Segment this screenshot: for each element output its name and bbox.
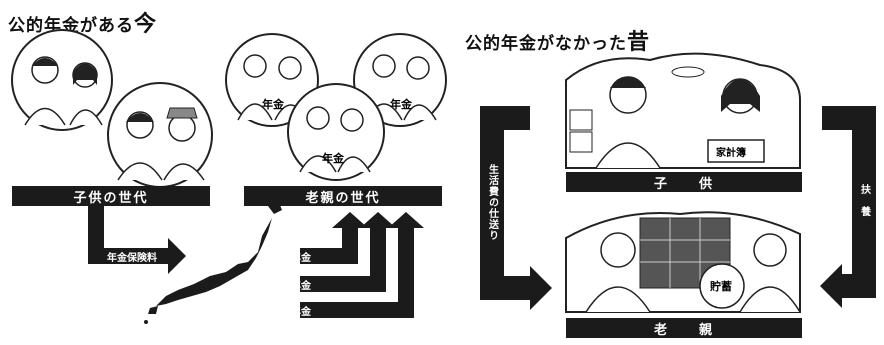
- pension-label-1: 年金: [291, 252, 311, 264]
- household-book-label: 家計簿: [716, 146, 746, 159]
- parent-household-illustration: 貯蓄: [565, 211, 801, 313]
- right-title-suffix: 昔: [627, 30, 651, 55]
- left-panel-title: 公的年金がある今: [8, 6, 157, 38]
- right-title-text: 公的年金がなかった: [465, 34, 627, 54]
- living-cost-arrow: [480, 106, 552, 310]
- living-cost-label: 生活費の仕送り: [486, 163, 498, 241]
- child-household-illustration: 家計簿: [565, 52, 801, 169]
- right-panel-title: 公的年金がなかった昔: [465, 24, 650, 56]
- pension-label-2: 年金: [291, 280, 311, 292]
- pension-flow-arrows: [300, 212, 424, 318]
- left-title-suffix: 今: [134, 12, 158, 37]
- elderly-generation-label: 老親の世代: [244, 186, 442, 206]
- parent-label: 老 親: [566, 318, 802, 338]
- circle-pension-label-1: 年金: [262, 97, 285, 111]
- premium-flow-arrow: [88, 205, 186, 274]
- support-arrow: [820, 106, 876, 308]
- circle-pension-label-2: 年金: [390, 97, 413, 111]
- children-generation-circle-1: [11, 29, 113, 131]
- children-generation-label: 子供の世代: [12, 186, 210, 206]
- circle-pension-label-3: 年金: [322, 151, 345, 165]
- child-label: 子 供: [566, 172, 802, 192]
- left-title-text: 公的年金がある: [8, 16, 134, 36]
- pension-premium-label: 年金保険料: [107, 252, 157, 264]
- elderly-generation-circle-1: 年金: [225, 33, 319, 127]
- savings-jar-label: 貯蓄: [710, 279, 732, 293]
- elderly-generation-circle-3: 年金: [287, 83, 385, 181]
- children-generation-circle-2: [107, 82, 213, 188]
- pension-label-3: 年金: [291, 306, 311, 318]
- support-label: 扶 養: [858, 183, 870, 217]
